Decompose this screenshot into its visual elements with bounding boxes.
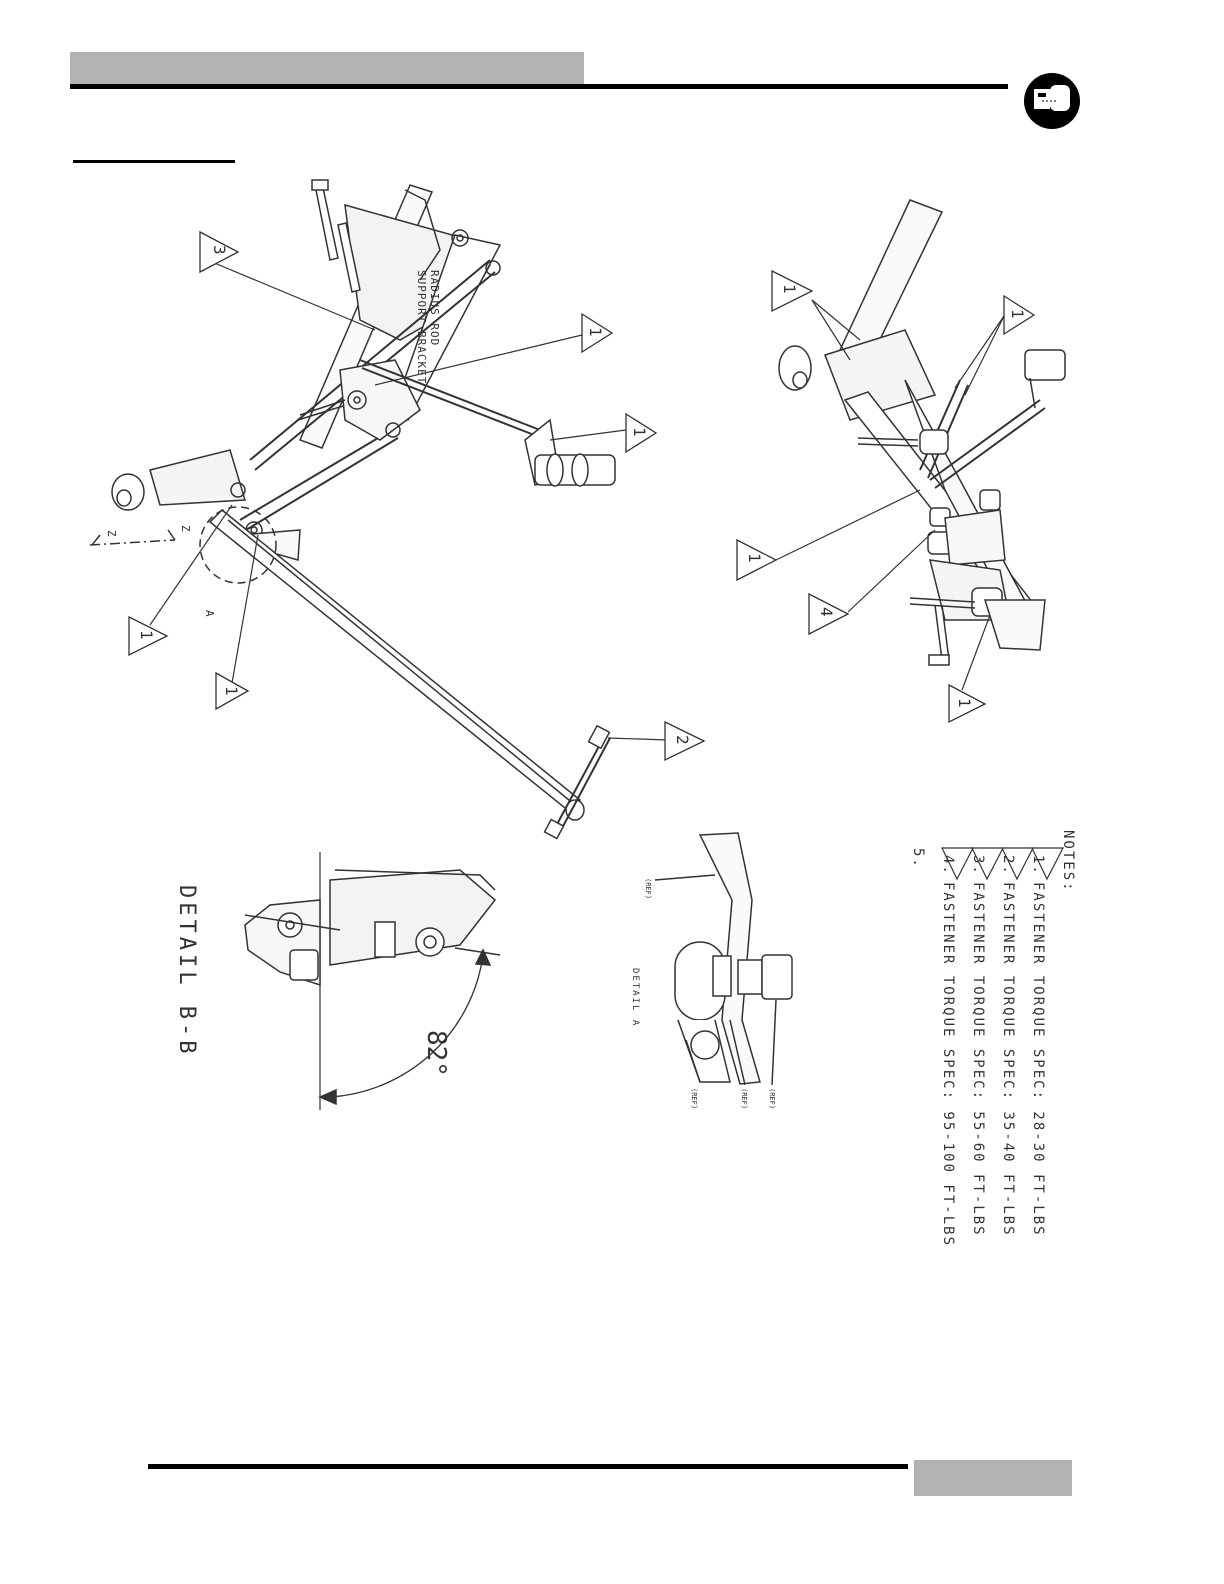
note-num-1: 1.	[1030, 855, 1046, 876]
callout-4: 4	[817, 607, 836, 617]
note-text-4: FASTENER TORQUE SPEC: 95-100 FT-LBS	[940, 882, 956, 1247]
callout-1-c: 1	[137, 630, 156, 640]
note-num-4: 4.	[940, 855, 956, 876]
footer-rule	[148, 1464, 908, 1469]
note-num-2: 2.	[1000, 855, 1016, 876]
ref-label-4: (REF)	[768, 1088, 776, 1109]
callout-1-right-a: 1	[780, 284, 799, 294]
note-num-3: 3.	[970, 855, 986, 876]
callout-1-b: 1	[630, 427, 649, 437]
callout-1-right-c: 1	[745, 553, 764, 563]
notes-heading: NOTES:	[1060, 830, 1076, 893]
right-assembly	[779, 200, 1065, 665]
detail-a-marker: A	[203, 610, 216, 617]
note-text-2: FASTENER TORQUE SPEC: 35-40 FT-LBS	[1000, 882, 1016, 1237]
section-z-right: Z	[179, 525, 192, 532]
callout-1-right-b: 1	[1008, 309, 1027, 319]
radius-rod-label-line1: RADIUS ROD	[428, 270, 441, 346]
detail-bb-title: DETAIL B-B	[174, 885, 199, 1057]
footer-page-box	[914, 1460, 1072, 1496]
note-text-3: FASTENER TORQUE SPEC: 55-60 FT-LBS	[970, 882, 986, 1237]
ref-label-3: (REF)	[740, 1088, 748, 1109]
left-assembly	[90, 180, 615, 838]
callout-1-right-d: 1	[955, 698, 974, 708]
detail-a-drawing	[655, 833, 792, 1085]
callout-3: 3	[210, 245, 229, 255]
callout-2: 2	[673, 735, 692, 745]
note-text-1: FASTENER TORQUE SPEC: 28-30 FT-LBS	[1030, 882, 1046, 1237]
callout-1-a: 1	[586, 327, 605, 337]
callout-1-d: 1	[222, 686, 241, 696]
ref-label-1: (REF)	[644, 878, 652, 899]
section-z-left: Z	[105, 530, 118, 537]
note-num-5: 5.	[910, 848, 926, 869]
angle-label: 82°	[421, 1030, 451, 1077]
ref-label-2: (REF)	[690, 1088, 698, 1109]
detail-bb-drawing	[245, 852, 500, 1110]
radius-rod-label-line2: SUPPORT BRACKET	[415, 270, 428, 384]
detail-a-title: DETAIL A	[630, 968, 640, 1027]
